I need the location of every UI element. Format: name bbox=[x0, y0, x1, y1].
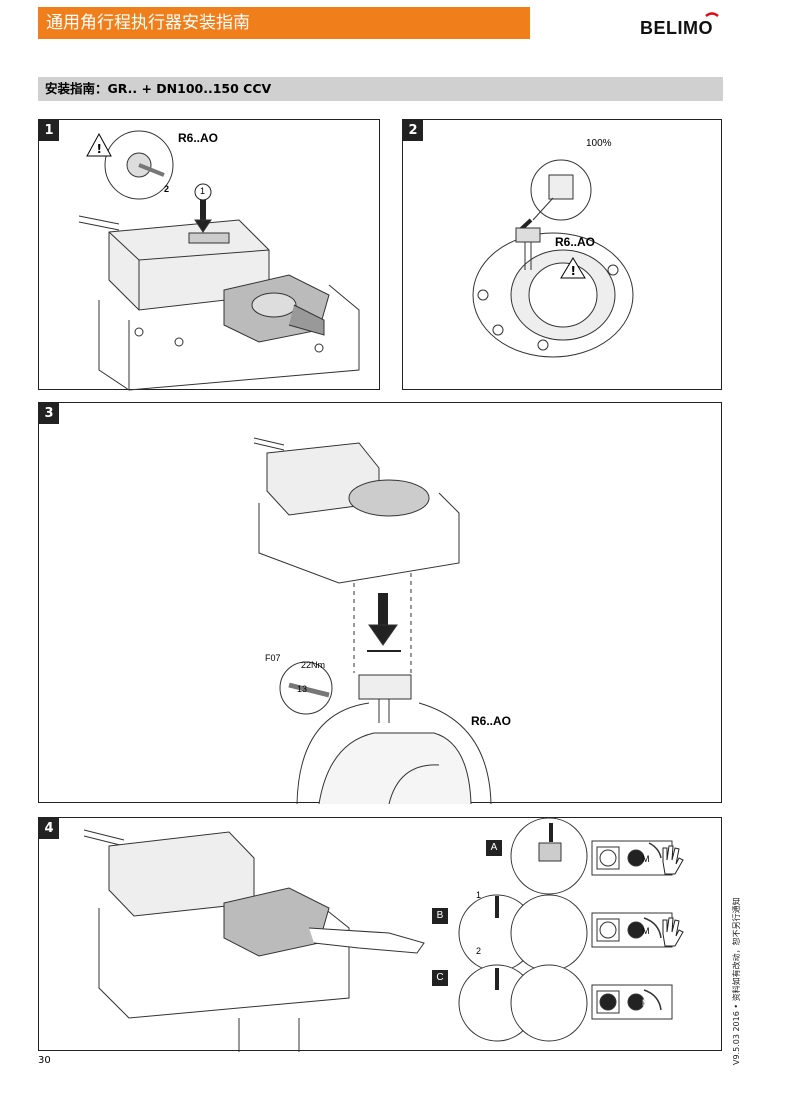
step-panel-2: 2 ! 100% R6..AO bbox=[402, 119, 722, 390]
step-panel-1: 1 ! 1 2 R6..AO bbox=[38, 119, 380, 391]
warning-icon bbox=[86, 132, 112, 157]
option-a-badge: A bbox=[486, 840, 502, 856]
logo-accent-icon bbox=[705, 12, 719, 18]
callout-2: 2 bbox=[164, 184, 170, 194]
valve-diagram: ! bbox=[472, 159, 634, 358]
hand-icon bbox=[662, 917, 684, 947]
valve-model-label: R6..AO bbox=[555, 235, 596, 249]
page-header-title: 通用角行程执行器安装指南 bbox=[38, 7, 530, 39]
warning-icon bbox=[560, 257, 586, 279]
hand-icon bbox=[662, 845, 684, 875]
svg-text:!: ! bbox=[97, 142, 102, 156]
page-number: 30 bbox=[38, 1055, 51, 1066]
callout-2: 2 bbox=[476, 946, 482, 956]
option-c-badge: C bbox=[432, 970, 448, 986]
step-number: 4 bbox=[39, 818, 59, 839]
manual-override-diagram bbox=[83, 818, 684, 1052]
torque-label: 22Nm bbox=[301, 660, 326, 670]
valve-model-label: R6..AO bbox=[178, 131, 219, 145]
wrench-size-label: 13 bbox=[297, 684, 308, 694]
open-percent-label: 100% bbox=[586, 138, 612, 149]
version-note: V9.5.03 2016 • 资料如有改动，恕不另行通知 bbox=[732, 897, 741, 1065]
flange-label: F07 bbox=[265, 653, 281, 663]
manual-symbol-1: M bbox=[642, 854, 650, 864]
step-panel-4: 4 bbox=[38, 817, 722, 1052]
valve-model-label: R6..AO bbox=[471, 714, 512, 728]
callout-1: 1 bbox=[200, 186, 206, 196]
svg-text:!: ! bbox=[571, 264, 576, 278]
step-number: 1 bbox=[39, 120, 59, 141]
manual-symbol-3: M bbox=[642, 998, 650, 1008]
section-title: 安装指南：GR.. + DN100..150 CCV bbox=[38, 77, 723, 101]
option-b-badge: B bbox=[432, 908, 448, 924]
assembly-diagram bbox=[253, 437, 492, 804]
manual-symbol-2: M bbox=[642, 926, 650, 936]
logo-text: BELIMO bbox=[640, 18, 713, 38]
belimo-logo: BELIMO bbox=[640, 10, 722, 40]
step-number: 2 bbox=[403, 120, 423, 141]
step-number: 3 bbox=[39, 403, 59, 424]
step-panel-3: 3 F07 22Nm 13 R6..AO bbox=[38, 402, 722, 804]
callout-1: 1 bbox=[476, 890, 482, 900]
actuator-diagram: ! bbox=[78, 130, 360, 391]
